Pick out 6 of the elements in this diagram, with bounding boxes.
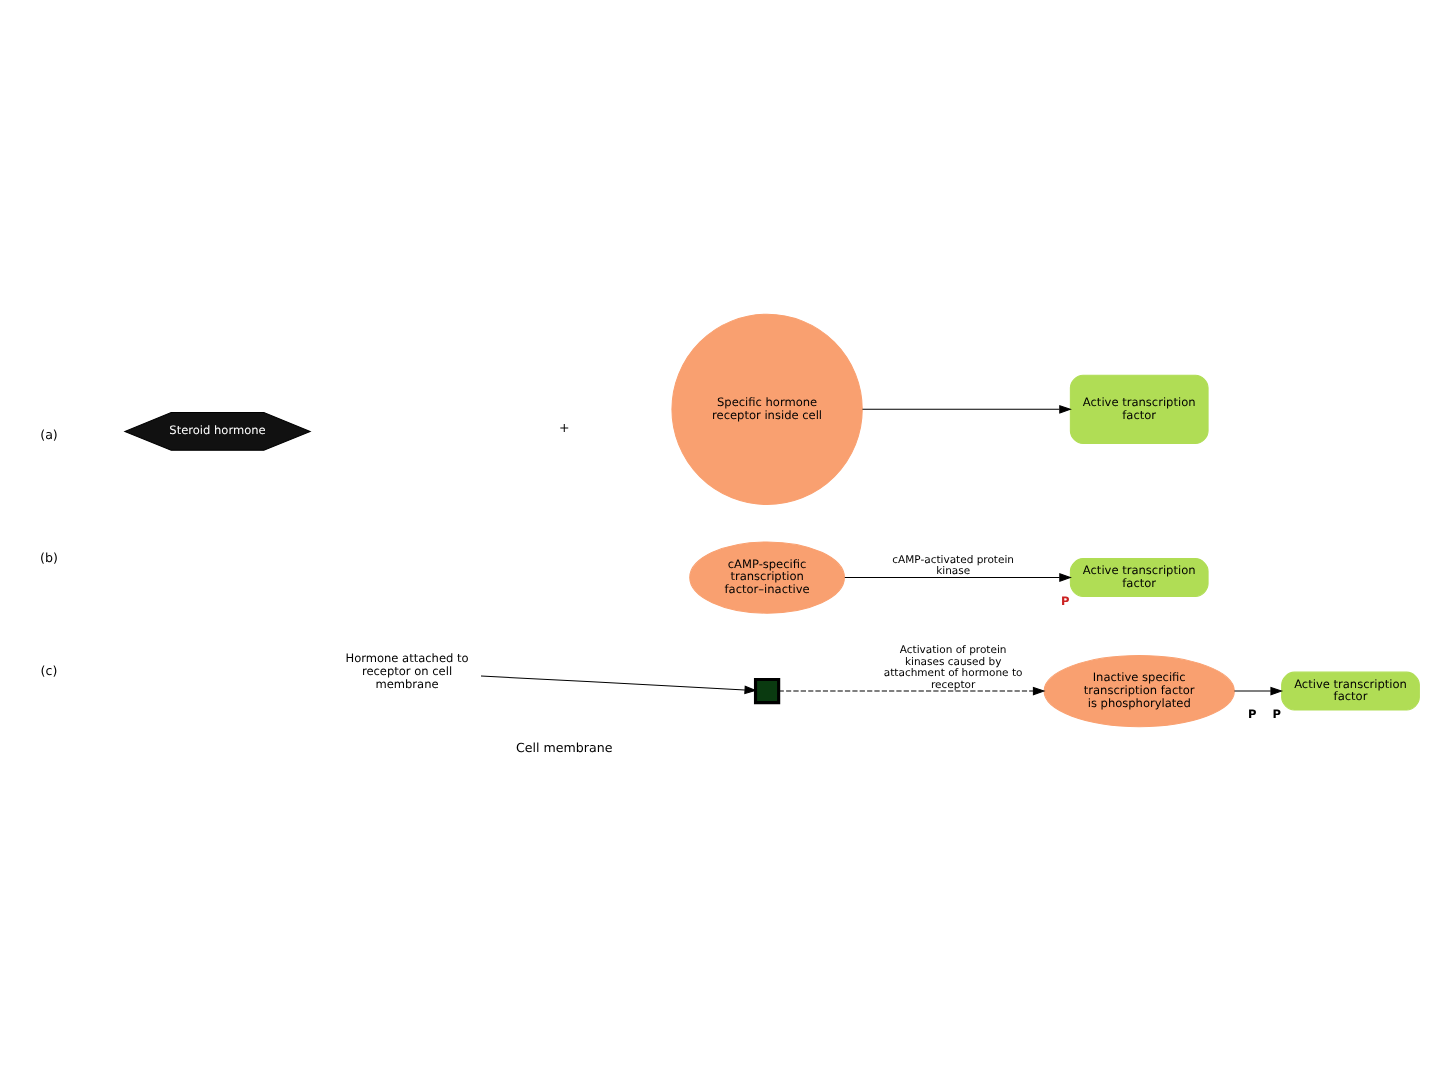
node-box — [753, 676, 781, 704]
arrow — [778, 685, 1046, 695]
arrow — [861, 403, 1072, 413]
arrow — [844, 572, 1072, 581]
arrow — [480, 674, 758, 694]
arrow — [1233, 685, 1284, 695]
